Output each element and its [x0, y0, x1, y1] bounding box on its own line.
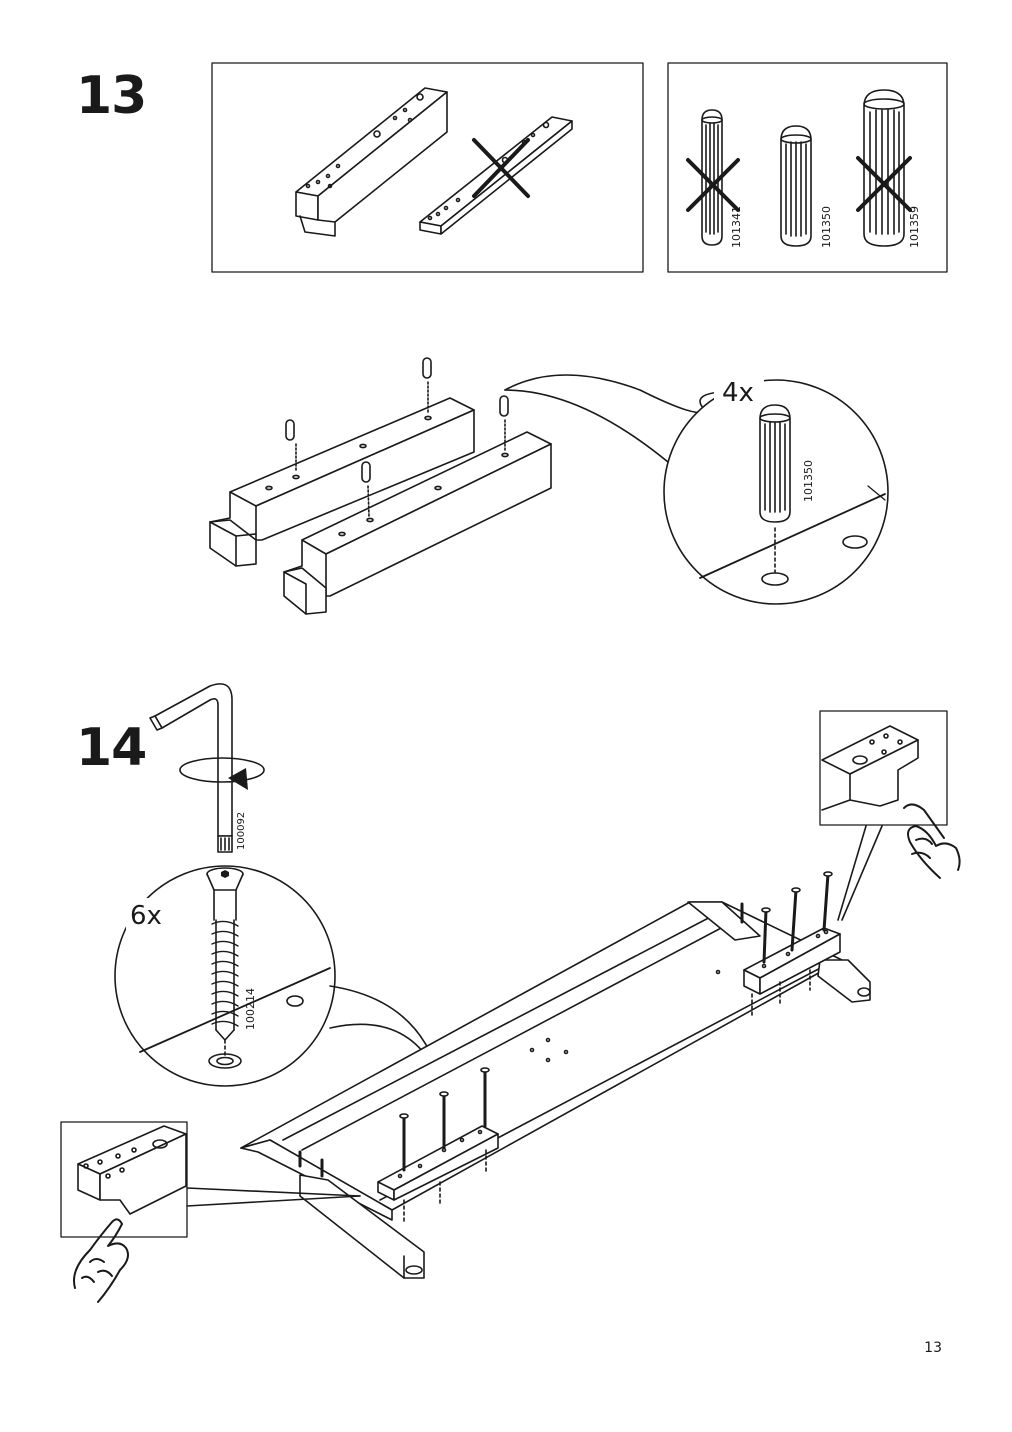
dowel-101350-icon [780, 125, 812, 247]
beam-with-dowels-right [283, 431, 552, 615]
dowel-magnifier [504, 372, 889, 605]
page-number: 13 [924, 1340, 942, 1356]
dowel-quantity: 4x [722, 378, 754, 408]
beam-choice-panel [211, 62, 644, 273]
screw-part-number: 100214 [244, 988, 257, 1030]
screw-quantity: 6x [130, 901, 162, 931]
hand-right-icon [903, 803, 961, 879]
dowel-101359-icon [863, 89, 905, 247]
thick-beam-icon [295, 87, 448, 237]
screw-magnifier [114, 865, 336, 1087]
bed-frame [240, 901, 871, 1279]
right-detail-panel [819, 710, 948, 921]
cross-mark-icon [686, 158, 740, 212]
step-13-number: 13 [76, 66, 147, 126]
dowel-101359-label: 101359 [908, 206, 921, 248]
dowel-insert-icons [285, 357, 509, 517]
dowel-101341-label: 101341 [730, 206, 743, 248]
cross-mark-icon [856, 156, 912, 212]
step-14-number: 14 [76, 718, 147, 778]
allen-key-icon [149, 683, 265, 853]
cross-mark-icon [472, 138, 530, 198]
frame-screws [298, 871, 833, 1178]
dowel-part-number: 101350 [802, 460, 815, 502]
hand-left-icon [73, 1218, 129, 1303]
dowel-101350-label: 101350 [820, 206, 833, 248]
dowel-choice-panel: 101341 101350 101359 [667, 62, 948, 273]
left-detail-panel [60, 1121, 361, 1238]
key-part-number: 100092 [236, 812, 247, 850]
